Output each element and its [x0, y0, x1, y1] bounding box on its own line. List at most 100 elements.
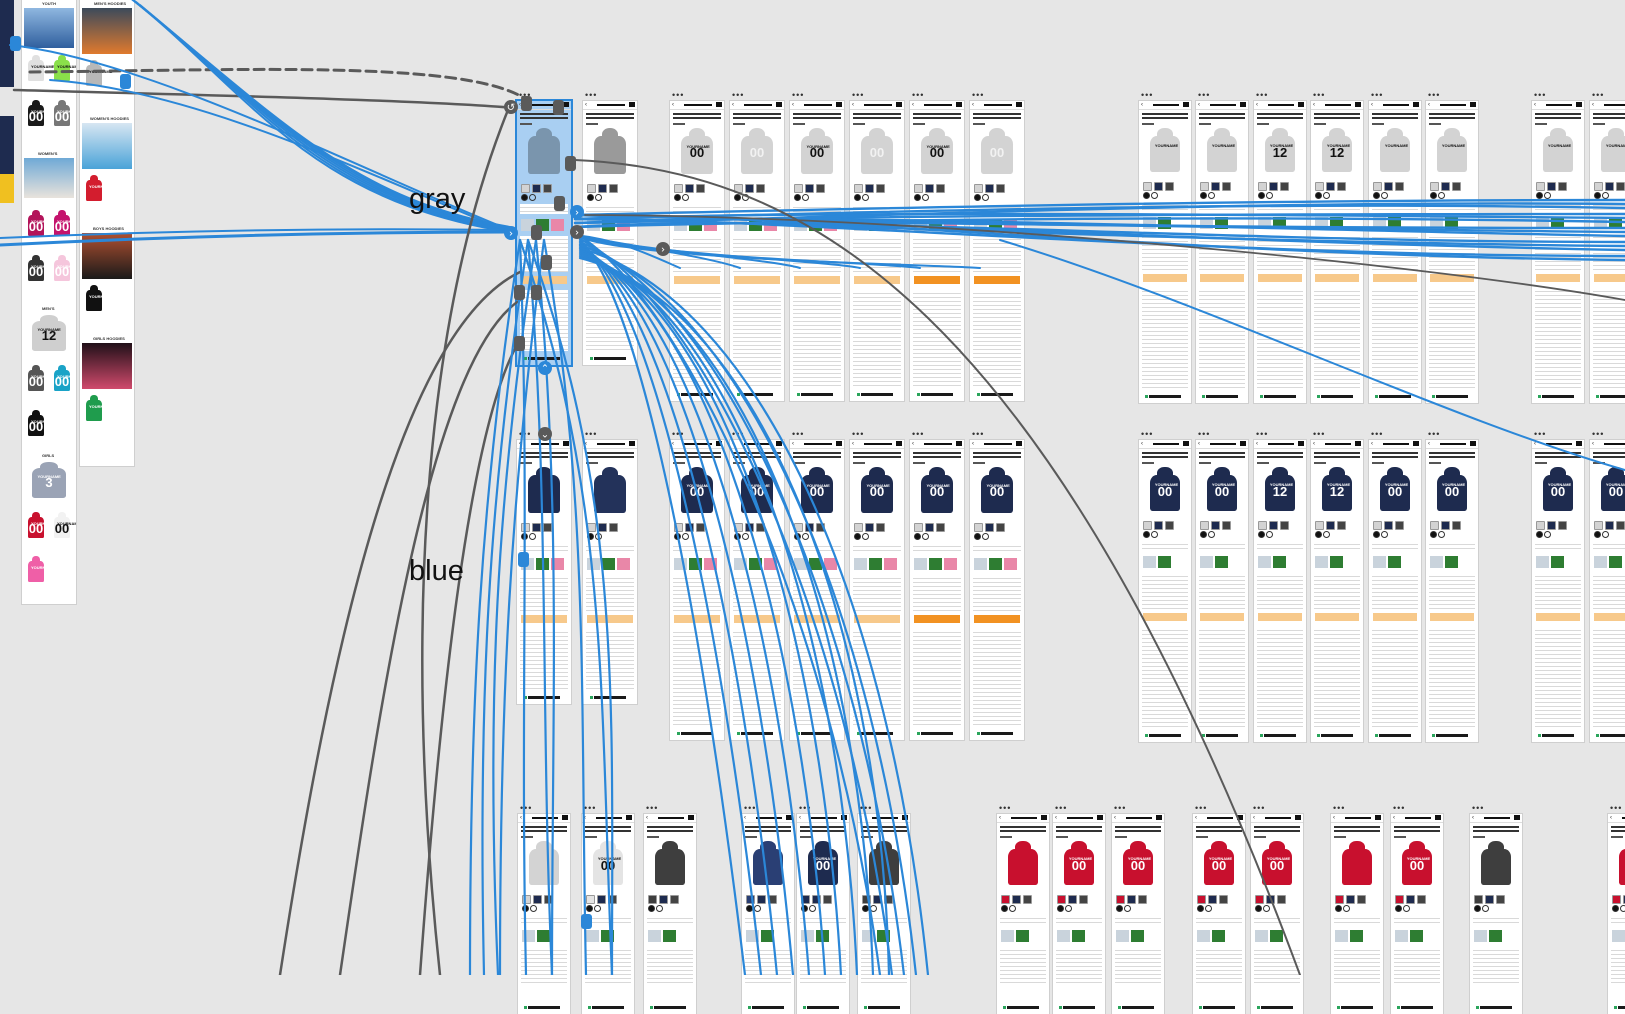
chevron-left-icon[interactable]: ‹: [732, 102, 734, 108]
color-swatch[interactable]: [1594, 182, 1603, 192]
color-swatches[interactable]: [1057, 891, 1101, 905]
color-swatch[interactable]: [936, 183, 945, 193]
color-swatch[interactable]: [696, 522, 705, 532]
cart-icon[interactable]: [776, 102, 782, 107]
color-swatch[interactable]: [1452, 521, 1461, 531]
color-swatch[interactable]: [1395, 182, 1404, 192]
patch-swatch[interactable]: [1410, 930, 1423, 943]
color-swatch[interactable]: [1258, 182, 1267, 192]
color-swatch[interactable]: [670, 895, 679, 905]
color-swatch[interactable]: [1441, 521, 1450, 531]
color-swatch[interactable]: [674, 522, 683, 532]
cart-icon[interactable]: [716, 441, 722, 446]
link-handle[interactable]: [553, 100, 564, 115]
color-swatches[interactable]: [914, 519, 960, 532]
color-swatch[interactable]: [812, 895, 821, 905]
color-swatch[interactable]: [597, 895, 606, 905]
size-radio[interactable]: [1612, 905, 1619, 913]
patch-swatch[interactable]: [537, 930, 550, 943]
size-radio[interactable]: [1065, 905, 1072, 913]
size-radio[interactable]: [809, 905, 816, 913]
color-swatch[interactable]: [746, 895, 755, 905]
chevron-left-icon[interactable]: ‹: [1371, 441, 1373, 447]
more-dots-icon[interactable]: •••: [1428, 90, 1441, 100]
color-swatch[interactable]: [1326, 182, 1335, 192]
color-swatch[interactable]: [1023, 895, 1032, 905]
chevron-left-icon[interactable]: ‹: [646, 815, 648, 821]
patch-swatch[interactable]: [1212, 930, 1225, 943]
size-radio[interactable]: [974, 532, 981, 540]
cart-icon[interactable]: [1470, 102, 1476, 107]
flow-link-line[interactable]: [573, 217, 1625, 248]
size-radio[interactable]: [586, 905, 593, 913]
link-handle[interactable]: [531, 285, 542, 300]
size-radio[interactable]: [1373, 531, 1380, 539]
size-radio[interactable]: [1266, 192, 1273, 200]
color-swatch[interactable]: [1441, 182, 1450, 192]
cart-icon[interactable]: [1355, 102, 1361, 107]
flow-link-line[interactable]: [578, 234, 882, 975]
flow-link-line[interactable]: [573, 198, 1625, 217]
color-swatch[interactable]: [696, 183, 705, 193]
size-radio[interactable]: [1323, 531, 1330, 539]
link-handle[interactable]: [521, 96, 532, 111]
more-dots-icon[interactable]: •••: [585, 90, 598, 100]
patch-swatch[interactable]: [602, 557, 615, 570]
product-artboard[interactable]: ‹YOURNAME: [1196, 101, 1248, 403]
more-dots-icon[interactable]: •••: [972, 90, 985, 100]
more-dots-icon[interactable]: •••: [1141, 90, 1154, 100]
patch-swatch[interactable]: [648, 930, 661, 943]
add-to-cart-button[interactable]: [674, 275, 720, 284]
add-to-cart-button[interactable]: [914, 275, 960, 284]
size-radio[interactable]: [656, 905, 663, 913]
color-swatches[interactable]: [794, 180, 840, 193]
more-dots-icon[interactable]: •••: [1428, 429, 1441, 439]
flow-link-line[interactable]: [518, 238, 614, 975]
link-line[interactable]: [584, 214, 1625, 301]
patch-swatch[interactable]: [1551, 556, 1564, 569]
color-swatches[interactable]: [854, 180, 900, 193]
more-dots-icon[interactable]: •••: [646, 803, 659, 813]
link-handle[interactable]: [120, 74, 131, 89]
more-dots-icon[interactable]: •••: [1253, 803, 1266, 813]
color-swatch[interactable]: [586, 895, 595, 905]
color-swatch[interactable]: [1395, 521, 1404, 531]
chevron-left-icon[interactable]: ‹: [792, 441, 794, 447]
category-tile[interactable]: [24, 8, 74, 48]
size-radio[interactable]: [648, 905, 655, 913]
flow-link-line[interactable]: [542, 238, 588, 975]
size-radio[interactable]: [1602, 531, 1609, 539]
more-dots-icon[interactable]: •••: [672, 429, 685, 439]
chevron-left-icon[interactable]: ‹: [585, 102, 587, 108]
more-dots-icon[interactable]: •••: [1114, 803, 1127, 813]
color-swatch[interactable]: [1430, 182, 1439, 192]
size-radio[interactable]: [1208, 531, 1215, 539]
add-to-cart-button[interactable]: [1373, 613, 1417, 622]
color-swatch[interactable]: [1138, 895, 1147, 905]
cart-icon[interactable]: [626, 815, 632, 820]
chevron-left-icon[interactable]: ‹: [1141, 102, 1143, 108]
color-swatch[interactable]: [609, 522, 618, 532]
color-swatch[interactable]: [543, 522, 552, 532]
color-swatch[interactable]: [1116, 895, 1125, 905]
color-swatch[interactable]: [1068, 895, 1077, 905]
product-artboard[interactable]: ‹: [1608, 814, 1625, 1014]
size-radio[interactable]: [521, 193, 528, 201]
patch-swatch[interactable]: [854, 557, 867, 570]
color-swatch[interactable]: [1280, 182, 1289, 192]
color-swatches[interactable]: [974, 180, 1020, 193]
patch-options[interactable]: [587, 557, 633, 570]
color-swatch[interactable]: [876, 522, 885, 532]
add-to-cart-button[interactable]: [1430, 274, 1474, 283]
size-radio[interactable]: [1151, 531, 1158, 539]
more-dots-icon[interactable]: •••: [1371, 90, 1384, 100]
color-swatch[interactable]: [1154, 182, 1163, 192]
cart-icon[interactable]: [562, 815, 568, 820]
cart-icon[interactable]: [563, 441, 569, 446]
color-swatch[interactable]: [532, 183, 541, 193]
patch-options[interactable]: [914, 557, 960, 570]
color-swatches[interactable]: [1474, 891, 1518, 905]
